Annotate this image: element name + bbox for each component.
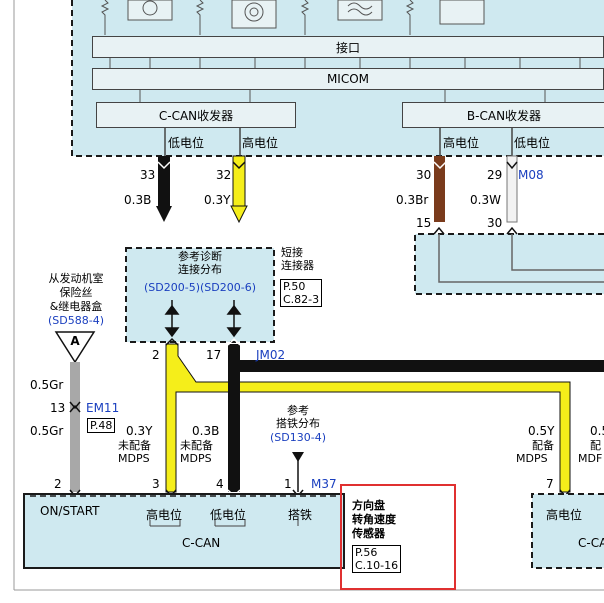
pin-32: 32 (216, 168, 232, 182)
ccan-transceiver-label: C-CAN收发器 (158, 108, 234, 123)
ground-ref-line2: 搭铁分布 (276, 417, 320, 430)
sensor-name-line2: 转角速度 (352, 513, 396, 526)
sensor-page-c: C.10-16 (355, 559, 399, 572)
wire-0-3b-upper: 0.3B (124, 193, 152, 207)
fuse-line3: &继电器盒 (49, 300, 103, 313)
right-module-ccan: C-CA (578, 536, 604, 550)
pin-17: 17 (206, 348, 222, 362)
ccan-transceiver-bar: C-CAN收发器 (96, 102, 296, 128)
joint-page-ref: P.50 C.82-3 (280, 279, 323, 307)
wire-0-5gr-upper: 0.5Gr (30, 378, 64, 392)
bcan-transceiver-bar: B-CAN收发器 (402, 102, 604, 128)
pin-1: 1 (284, 477, 292, 491)
wire-0-3y-upper: 0.3Y (204, 193, 231, 207)
sensor-high-label: 高电位 (146, 508, 183, 522)
sensor-low-label: 低电位 (210, 508, 247, 522)
interface-label: 接口 (335, 40, 360, 55)
micom-bar: MICOM (92, 68, 604, 90)
pin-15: 15 (416, 216, 432, 230)
sensor-name-line3: 传感器 (352, 527, 385, 540)
not-equipped-1: 未配备 (118, 439, 151, 452)
sensor-ground-label: 搭铁 (288, 508, 313, 522)
mdps-cut: MDF (578, 452, 603, 465)
pin-2-joint: 2 (152, 348, 160, 362)
joint-title-line1: 参考诊断 (178, 250, 222, 263)
not-equipped-2: 未配备 (180, 439, 213, 452)
mdps-1: MDPS (118, 452, 150, 465)
sensor-highlight-box (340, 484, 456, 590)
on-start-label: ON/START (40, 504, 100, 518)
pin-13: 13 (50, 401, 66, 415)
bcan-low-label: 低电位 (514, 136, 551, 150)
interface-bar: 接口 (92, 36, 604, 58)
ccan-high-label: 高电位 (242, 136, 279, 150)
wire-0-3br: 0.3Br (396, 193, 429, 207)
wire-0-3w: 0.3W (470, 193, 501, 207)
pin-33: 33 (140, 168, 156, 182)
wire-0-5gr-lower: 0.5Gr (30, 424, 64, 438)
sensor-page-p: P.56 (355, 546, 378, 559)
sensor-name-line1: 方向盘 (352, 499, 385, 512)
mdps-2: MDPS (180, 452, 212, 465)
bcan-high-label: 高电位 (443, 136, 480, 150)
joint-page-c: C.82-3 (283, 293, 320, 306)
wire-0-3b-lower: 0.3B (192, 424, 220, 438)
short-connector-line1: 短接 (281, 246, 303, 259)
wire-0-3y-lower: 0.3Y (126, 424, 153, 438)
sensor-page-ref: P.56 C.10-16 (352, 545, 402, 573)
sensor-ccan-label: C-CAN (182, 536, 221, 550)
wire-0-5y: 0.5Y (528, 424, 555, 438)
pin-2-left: 2 (54, 477, 62, 491)
bcan-transceiver-label: B-CAN收发器 (466, 108, 542, 123)
fuse-line2: 保险丝 (59, 286, 93, 299)
ccan-low-label: 低电位 (168, 136, 205, 150)
joint-title-line2: 连接分布 (178, 263, 222, 276)
pin-3: 3 (152, 477, 160, 491)
pin-30-lower: 30 (487, 216, 503, 230)
connector-m37: M37 (311, 477, 337, 491)
connector-jm02: JM02 (256, 348, 286, 362)
right-module-high: 高电位 (546, 508, 583, 522)
pin-30: 30 (416, 168, 432, 182)
connector-em11: EM11 (86, 401, 120, 415)
joint-box-ref[interactable]: (SD200-5)(SD200-6) (144, 281, 256, 294)
mdps-right: MDPS (516, 452, 548, 465)
ground-ref-link[interactable]: (SD130-4) (270, 431, 326, 444)
short-connector-line2: 连接器 (281, 259, 314, 272)
em11-page-ref: P.48 (87, 418, 116, 433)
equipped-label: 配备 (532, 439, 554, 452)
equipped-cut: 配 (590, 439, 601, 452)
pin-7: 7 (546, 477, 554, 491)
fuse-symbol-a: A (70, 334, 80, 348)
wire-0-5-cut: 0.5 (590, 424, 604, 438)
joint-page-p: P.50 (283, 280, 306, 293)
connector-m08: M08 (518, 168, 544, 182)
fuse-ref[interactable]: (SD588-4) (48, 314, 104, 327)
pin-29: 29 (487, 168, 503, 182)
micom-label: MICOM (326, 72, 370, 86)
ground-ref-line1: 参考 (287, 404, 309, 417)
pin-4: 4 (216, 477, 224, 491)
fuse-line1: 从发动机室 (48, 272, 104, 285)
